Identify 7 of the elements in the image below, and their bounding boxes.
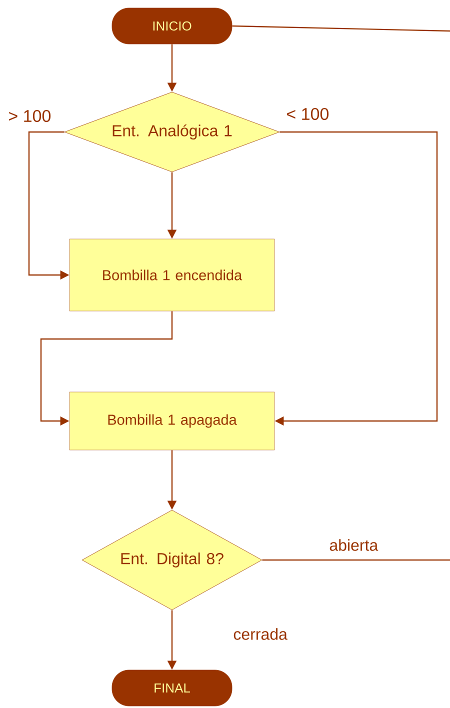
edge-label: cerrada — [232, 627, 288, 641]
edge-label: < 100 — [285, 106, 330, 122]
edge-label: abierta — [328, 538, 380, 552]
process-box: Bombilla 1 encendida — [69, 238, 275, 312]
process-box: Bombilla 1 apagada — [69, 392, 275, 450]
edge-label: > 100 — [7, 108, 52, 124]
terminal-oval: FINAL — [112, 670, 232, 706]
